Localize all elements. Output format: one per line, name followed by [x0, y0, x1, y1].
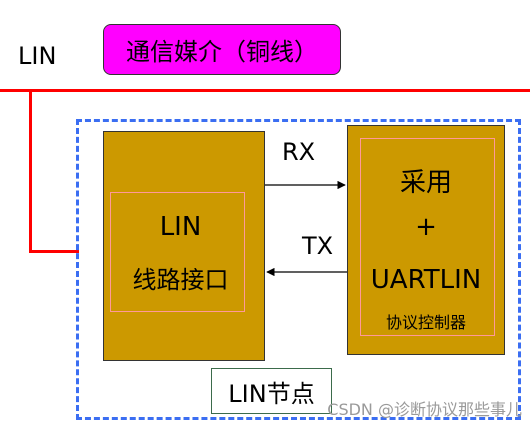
interface-inner-box	[110, 192, 245, 312]
medium-box: 通信媒介（铜线）	[103, 24, 341, 75]
controller-inner-box	[360, 138, 495, 336]
controller-label-line3: UARTLIN	[370, 265, 482, 295]
controller-block	[347, 125, 505, 355]
controller-label-line2: +	[415, 212, 437, 242]
controller-label-line4: 协议控制器	[385, 313, 466, 332]
node-label-box: LIN节点	[211, 368, 332, 414]
interface-label-line1: LIN	[159, 212, 202, 242]
medium-label: 通信媒介（铜线）	[126, 38, 318, 66]
interface-block	[103, 131, 265, 361]
controller-label-line1: 采用	[399, 168, 452, 198]
node-frame	[76, 119, 521, 420]
interface-label-line2: 线路接口	[132, 266, 229, 294]
node-label: LIN节点	[228, 379, 315, 408]
bus-drop-vertical	[29, 89, 32, 253]
tx-label: TX	[302, 232, 334, 260]
bus-label: LIN	[18, 42, 57, 70]
bus-drop-horizontal	[29, 250, 79, 253]
bus-line	[0, 89, 530, 92]
watermark: CSDN @诊断协议那些事儿	[327, 400, 522, 419]
rx-label: RX	[282, 138, 316, 166]
